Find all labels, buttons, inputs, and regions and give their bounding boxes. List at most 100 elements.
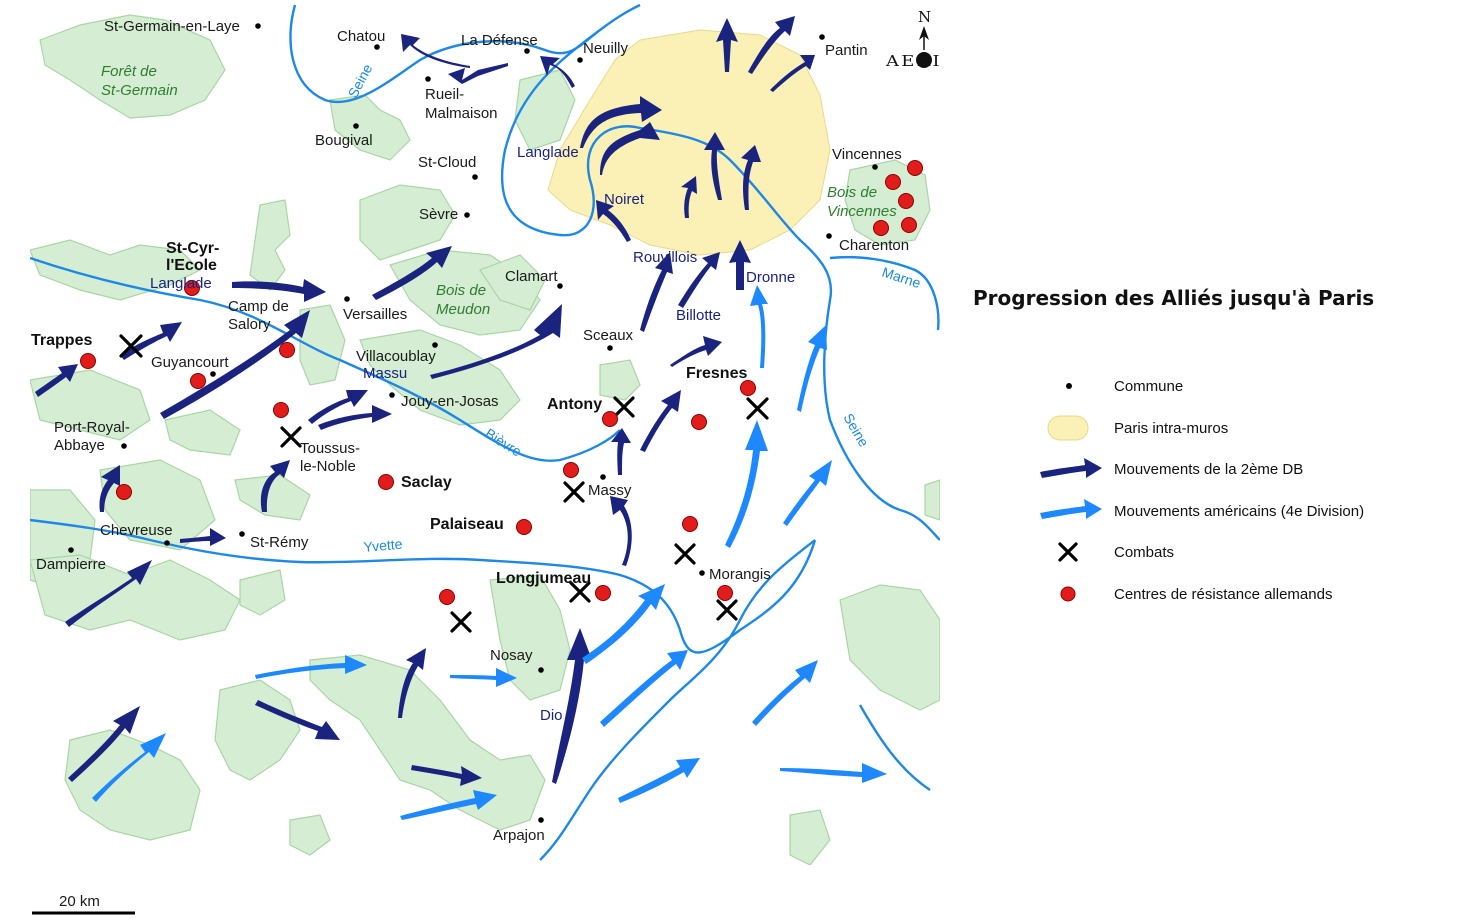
arrow-us-12 [400, 790, 497, 820]
label-port-royal: Port-Royal- [54, 419, 130, 436]
forest-south-2 [214, 679, 301, 781]
combat-marker [119, 334, 143, 358]
commune-dot [389, 392, 395, 398]
commune-dot [239, 531, 245, 537]
arrow-2db-10 [741, 145, 761, 210]
forest-west-9 [30, 554, 241, 641]
resistance-marker [563, 462, 579, 478]
resistance-marker [885, 174, 901, 190]
label-salory: Salory [228, 316, 271, 333]
combat-marker [716, 599, 738, 621]
paris-intra-muros [547, 29, 831, 256]
label-river-marne: Marne [880, 264, 923, 292]
seine-river [289, 3, 940, 541]
arrow-2db-36 [552, 628, 592, 784]
forest-antony [599, 359, 641, 401]
commune-dot [699, 570, 705, 576]
arrow-2db-26 [308, 390, 368, 424]
legend-combat-icon [1058, 542, 1078, 562]
arrow-2db-16 [670, 336, 722, 367]
forest-labels: Forêt de St-Germain Bois de Meudon Bois … [101, 63, 897, 318]
label-dio: Dio [540, 707, 563, 724]
arrow-2db-25 [35, 364, 78, 397]
arrow-2db-35 [411, 765, 482, 786]
commune-dot [464, 212, 470, 218]
french-arrows [35, 16, 815, 786]
commune-dot [432, 342, 438, 348]
commune-dot [353, 123, 359, 129]
arrow-2db-13 [640, 252, 673, 332]
arrow-2db-2 [401, 34, 470, 68]
label-neuilly: Neuilly [583, 40, 629, 57]
label-rueil: Rueil- [425, 86, 464, 103]
arrow-2db-6 [716, 18, 738, 72]
resistance-marker [682, 516, 698, 532]
arrow-2db-14 [678, 252, 720, 308]
yvette-river [30, 518, 817, 654]
label-pantin: Pantin [825, 42, 868, 59]
legend-resistance-icon [1060, 586, 1076, 602]
arrow-us-6 [600, 650, 688, 727]
commune-dot [557, 283, 563, 289]
forest-south-1 [309, 654, 546, 831]
resistance-marker [602, 411, 618, 427]
arrow-us-7 [618, 758, 700, 803]
resistance-marker [80, 353, 96, 369]
commune-dot [826, 233, 832, 239]
arrow-2db-32 [68, 706, 140, 782]
label-forest-meudon: Bois de [436, 282, 486, 299]
label-guyancourt: Guyancourt [151, 354, 229, 371]
forest-st-germain [39, 14, 226, 119]
commune-dot [425, 76, 431, 82]
forest-clamart [479, 254, 546, 311]
arrow-us-5 [582, 584, 665, 664]
label-versailles: Versailles [343, 306, 407, 323]
commune-dot [600, 474, 606, 480]
label-vincennes: Vincennes [832, 146, 902, 163]
commune-dot [872, 164, 878, 170]
forest-neuilly [514, 69, 576, 151]
arrow-2db-1 [448, 63, 508, 84]
commune-dot [524, 48, 530, 54]
label-st-cyr: St-Cyr- [166, 240, 219, 257]
resistance-marker [717, 585, 733, 601]
resistance-marker [116, 484, 132, 500]
arrow-us-8 [752, 660, 818, 726]
label-dampierre: Dampierre [36, 556, 106, 573]
label-antony: Antony [547, 396, 602, 413]
commune-dot [344, 296, 350, 302]
label-saclay: Saclay [401, 474, 452, 491]
arrow-2db-19 [610, 496, 632, 566]
commune-dot [164, 540, 170, 546]
label-billotte: Billotte [676, 307, 721, 324]
combat-marker [674, 543, 696, 565]
arrow-2db-9 [704, 132, 725, 200]
label-bougival: Bougival [315, 132, 373, 149]
label-st-cyr-2: l'Ecole [166, 257, 217, 274]
commune-dot [255, 23, 261, 29]
label-rueil-2: Malmaison [425, 105, 498, 122]
combat-marker [280, 426, 302, 448]
orge-river [858, 704, 931, 791]
resistance-marker [184, 280, 200, 296]
label-morangis: Morangis [709, 566, 771, 583]
commune-dot [538, 667, 544, 673]
resistance-marker [595, 585, 611, 601]
combat-marker [450, 611, 472, 633]
label-trappes: Trappes [31, 332, 92, 349]
resistance-markers [80, 160, 923, 605]
commune-dot [607, 345, 613, 351]
marne-river [829, 255, 940, 331]
arrow-2db-30 [180, 528, 226, 546]
forest-west-2 [249, 199, 291, 291]
label-nosay: Nosay [490, 647, 533, 664]
bievre-river [30, 256, 621, 462]
arrow-2db-28 [260, 460, 290, 512]
legend-paris-swatch-icon [1047, 415, 1089, 441]
resistance-marker [279, 342, 295, 358]
label-camp-de: Camp de [228, 298, 289, 315]
combat-marker [563, 481, 585, 503]
label-clamart: Clamart [505, 268, 558, 285]
arrow-2db-17 [640, 390, 681, 452]
